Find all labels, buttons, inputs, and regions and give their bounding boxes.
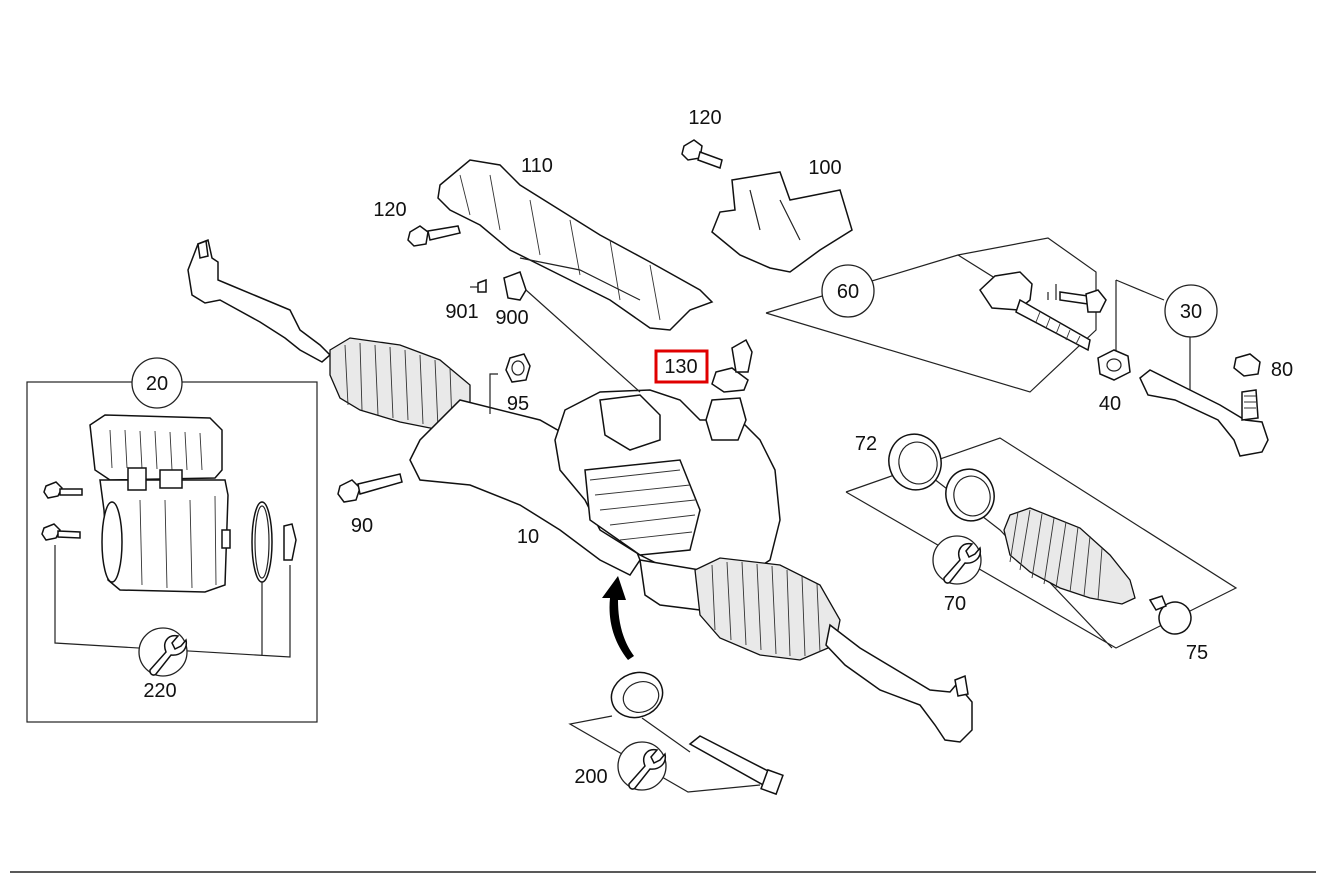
curved-arrow-icon xyxy=(602,576,634,660)
bolt-120-left[interactable] xyxy=(407,225,461,247)
steering-rack[interactable] xyxy=(187,238,973,743)
label-900[interactable]: 900 xyxy=(495,307,528,329)
bolt-90[interactable] xyxy=(337,473,403,503)
label-110[interactable]: 110 xyxy=(521,155,553,177)
nut-95[interactable] xyxy=(505,353,531,383)
wrench-icon xyxy=(149,634,188,676)
connector-900[interactable] xyxy=(503,271,527,301)
label-100[interactable]: 100 xyxy=(808,157,841,179)
motor-screw-lower[interactable] xyxy=(41,523,81,541)
highlight-box-130 xyxy=(654,349,709,384)
label-72[interactable]: 72 xyxy=(855,433,877,455)
label-901[interactable]: 901 xyxy=(445,301,478,323)
motor-unit[interactable] xyxy=(89,414,231,593)
boot-70[interactable] xyxy=(1003,507,1136,605)
label-70[interactable]: 70 xyxy=(944,593,966,615)
clamp-75[interactable] xyxy=(1148,595,1195,638)
nut-40[interactable] xyxy=(1097,349,1131,381)
heat-shield-110[interactable] xyxy=(437,159,714,331)
inner-tie-rod-60[interactable] xyxy=(979,271,1091,352)
label-10[interactable]: 10 xyxy=(517,526,539,548)
label-120-top[interactable]: 120 xyxy=(688,107,721,129)
connector-901[interactable] xyxy=(470,278,487,293)
callout-circle-60 xyxy=(821,264,875,318)
wrench-icon xyxy=(943,542,982,584)
ring-70[interactable] xyxy=(940,464,1000,527)
bolt-60[interactable] xyxy=(1059,289,1107,313)
motor-clip[interactable] xyxy=(283,523,297,561)
label-20[interactable]: 20 xyxy=(146,373,168,395)
label-60[interactable]: 60 xyxy=(837,281,859,303)
motor-screw-upper[interactable] xyxy=(43,481,83,499)
seal-ring-200[interactable] xyxy=(605,665,669,724)
label-220[interactable]: 220 xyxy=(143,680,176,702)
callout-circle-30 xyxy=(1164,284,1218,338)
plug-130[interactable] xyxy=(711,338,753,393)
leader-900 xyxy=(525,289,641,393)
bolt-120-top[interactable] xyxy=(681,139,723,169)
clamp-72[interactable] xyxy=(883,428,948,496)
outer-tie-rod-end-30[interactable] xyxy=(1139,369,1269,457)
label-40[interactable]: 40 xyxy=(1099,393,1121,415)
label-120-left[interactable]: 120 xyxy=(373,199,406,221)
leader-group-30 xyxy=(1115,279,1191,390)
grease-tube[interactable] xyxy=(688,735,784,796)
label-95[interactable]: 95 xyxy=(507,393,529,415)
bracket-100[interactable] xyxy=(711,171,853,273)
label-130[interactable]: 130 xyxy=(664,356,697,378)
callout-circle-20 xyxy=(131,357,183,409)
label-90[interactable]: 90 xyxy=(351,515,373,537)
label-80[interactable]: 80 xyxy=(1271,359,1293,381)
wrench-icon xyxy=(628,748,667,790)
nut-80[interactable] xyxy=(1233,353,1261,377)
label-200[interactable]: 200 xyxy=(574,766,607,788)
motor-unit-group: 20 220 xyxy=(26,357,318,723)
label-75[interactable]: 75 xyxy=(1186,642,1208,664)
label-30[interactable]: 30 xyxy=(1180,301,1202,323)
